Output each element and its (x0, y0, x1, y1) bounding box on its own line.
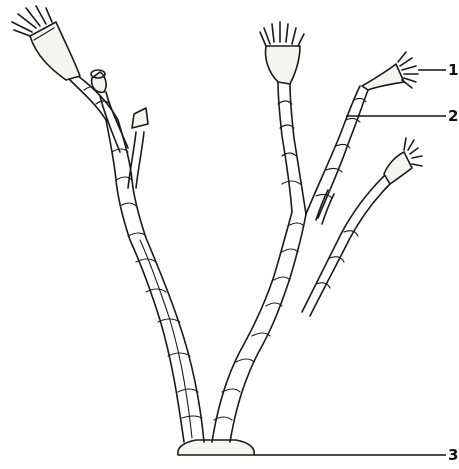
label-3: 3 (448, 446, 458, 464)
right-main-stem (212, 212, 306, 442)
right-inner-branch (260, 22, 306, 214)
right-outer-branch (306, 52, 418, 218)
label-1: 1 (448, 61, 458, 79)
label-2: 2 (448, 107, 458, 125)
left-main-stem (106, 120, 204, 442)
right-lower-branch (302, 138, 422, 316)
basal-disc (178, 440, 254, 455)
